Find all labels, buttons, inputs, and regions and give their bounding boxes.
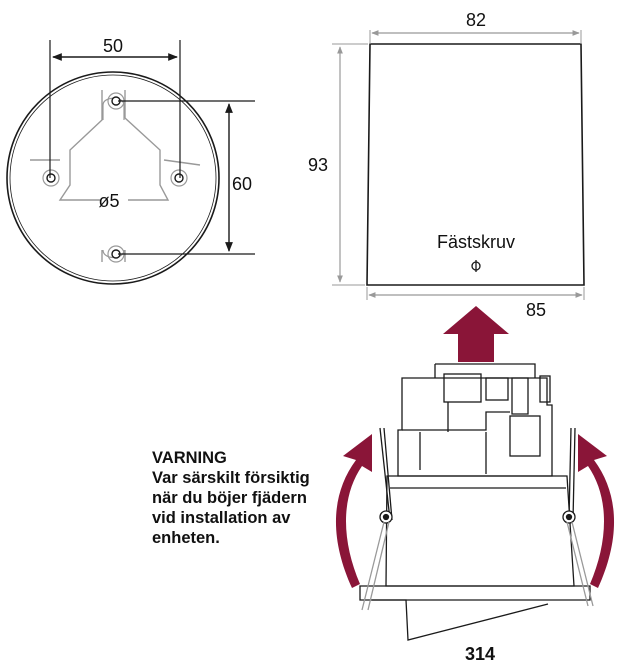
top-view: 50 60 ø5 — [6, 36, 255, 285]
warning-line: Var särskilt försiktig — [152, 469, 310, 487]
warning-line: när du böjer fjädern — [152, 489, 307, 507]
dimension-label-side-height: 93 — [308, 155, 328, 175]
dimension-label-bottom: 85 — [526, 300, 546, 320]
screw-icon — [471, 260, 481, 272]
mounting-hole — [174, 173, 184, 183]
mounting-bracket-outline — [30, 90, 201, 262]
warning-line: enheten. — [152, 529, 220, 547]
spring-bend-arrow-right-icon — [578, 434, 615, 588]
mounting-plate-outline — [6, 71, 220, 285]
side-view: 82 93 85 Fästskruv — [308, 10, 585, 320]
warning-line: vid installation av — [152, 509, 291, 527]
dimension-label-width: 50 — [103, 36, 123, 56]
up-arrow-icon — [443, 306, 509, 362]
warning-text: VARNING Var särskilt försiktig när du bö… — [152, 448, 332, 548]
dimension-label-height: 60 — [232, 174, 252, 194]
warning-title: VARNING — [152, 449, 227, 467]
dimension-label-top: 82 — [466, 10, 486, 30]
hole-diameter-label: ø5 — [98, 191, 119, 211]
spring-bend-arrow-left-icon — [335, 434, 372, 588]
device-body-outline — [366, 43, 585, 286]
screw-label: Fästskruv — [437, 232, 515, 252]
mounting-hole — [46, 173, 56, 183]
device-illustration — [359, 363, 594, 641]
part-number: 314 — [465, 644, 495, 664]
